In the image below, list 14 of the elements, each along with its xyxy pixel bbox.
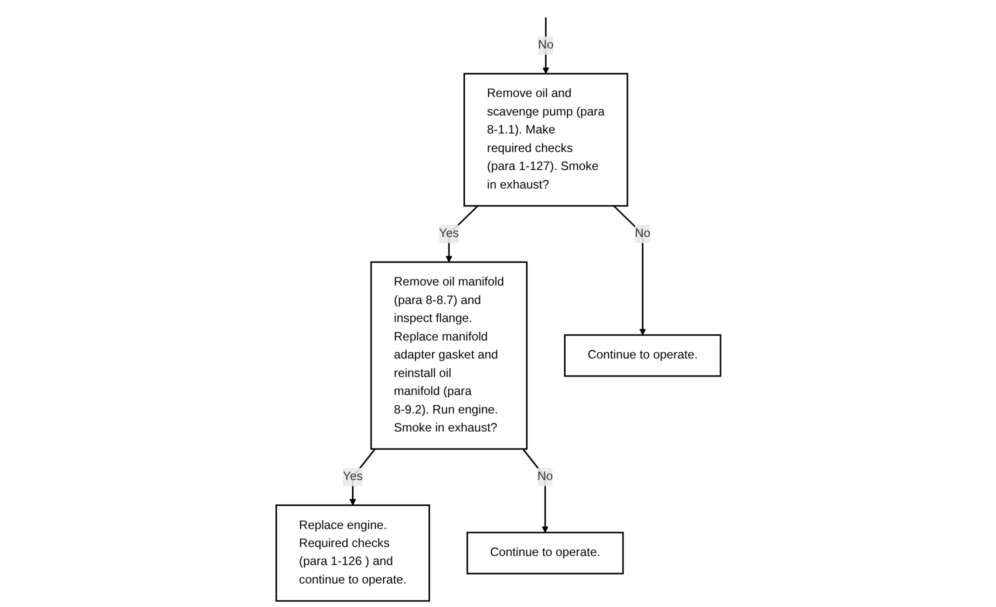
node-box: Remove oil and scavenge pump (para 8-1.1). Make required checks (para 1-127). Smoke in exhaust? bbox=[463, 72, 628, 207]
node-box: Replace engine. Required checks (para 1-126 ) and continue to operate. bbox=[275, 504, 430, 602]
node-box: Continue to operate. bbox=[466, 532, 624, 574]
node-box: Remove oil manifold (para 8-8.7) and inspect flange. Replace manifold adapter gasket and reinstall oil manifold (para 8-9.2). Run engine. Smoke in exhaust? bbox=[370, 261, 528, 450]
arrow bbox=[612, 205, 646, 336]
edge-label: Yes bbox=[342, 470, 362, 484]
edge-label: Yes bbox=[438, 227, 458, 240]
edge-label: No bbox=[538, 38, 554, 52]
edge-label: No bbox=[634, 227, 650, 240]
edge-label: No bbox=[536, 470, 553, 484]
arrow bbox=[349, 448, 376, 506]
arrow bbox=[445, 205, 478, 262]
node-box: Continue to operate. bbox=[564, 334, 721, 377]
arrow bbox=[522, 448, 548, 533]
